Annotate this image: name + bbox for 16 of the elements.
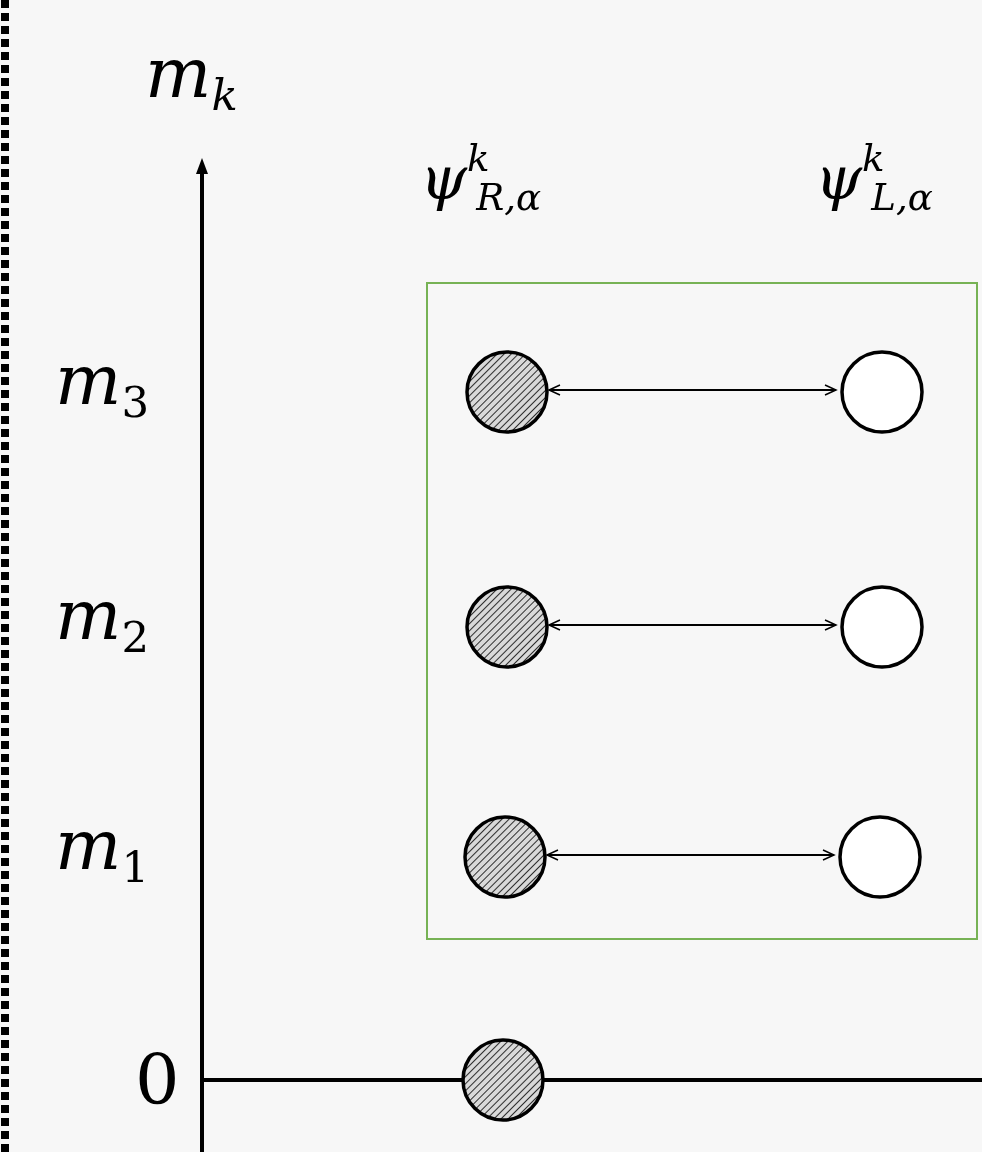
double-arrow [548,384,837,396]
open-circle [840,585,924,669]
double-arrow [546,849,835,861]
hatched-circle [463,815,547,899]
open-circle [838,815,922,899]
hatched-circle [465,585,549,669]
level-label: m$_{1}$ [55,810,149,890]
level-label: 0 [135,1045,180,1115]
level-label: m$_{2}$ [55,580,149,660]
axis-label: m$_{k}$ [145,38,238,118]
level-label: m$_{3}$ [55,345,149,425]
hatched-circle [465,350,549,434]
group-frame [426,282,978,940]
open-circle [840,350,924,434]
hatched-circle [461,1038,545,1122]
double-arrow [548,619,837,631]
